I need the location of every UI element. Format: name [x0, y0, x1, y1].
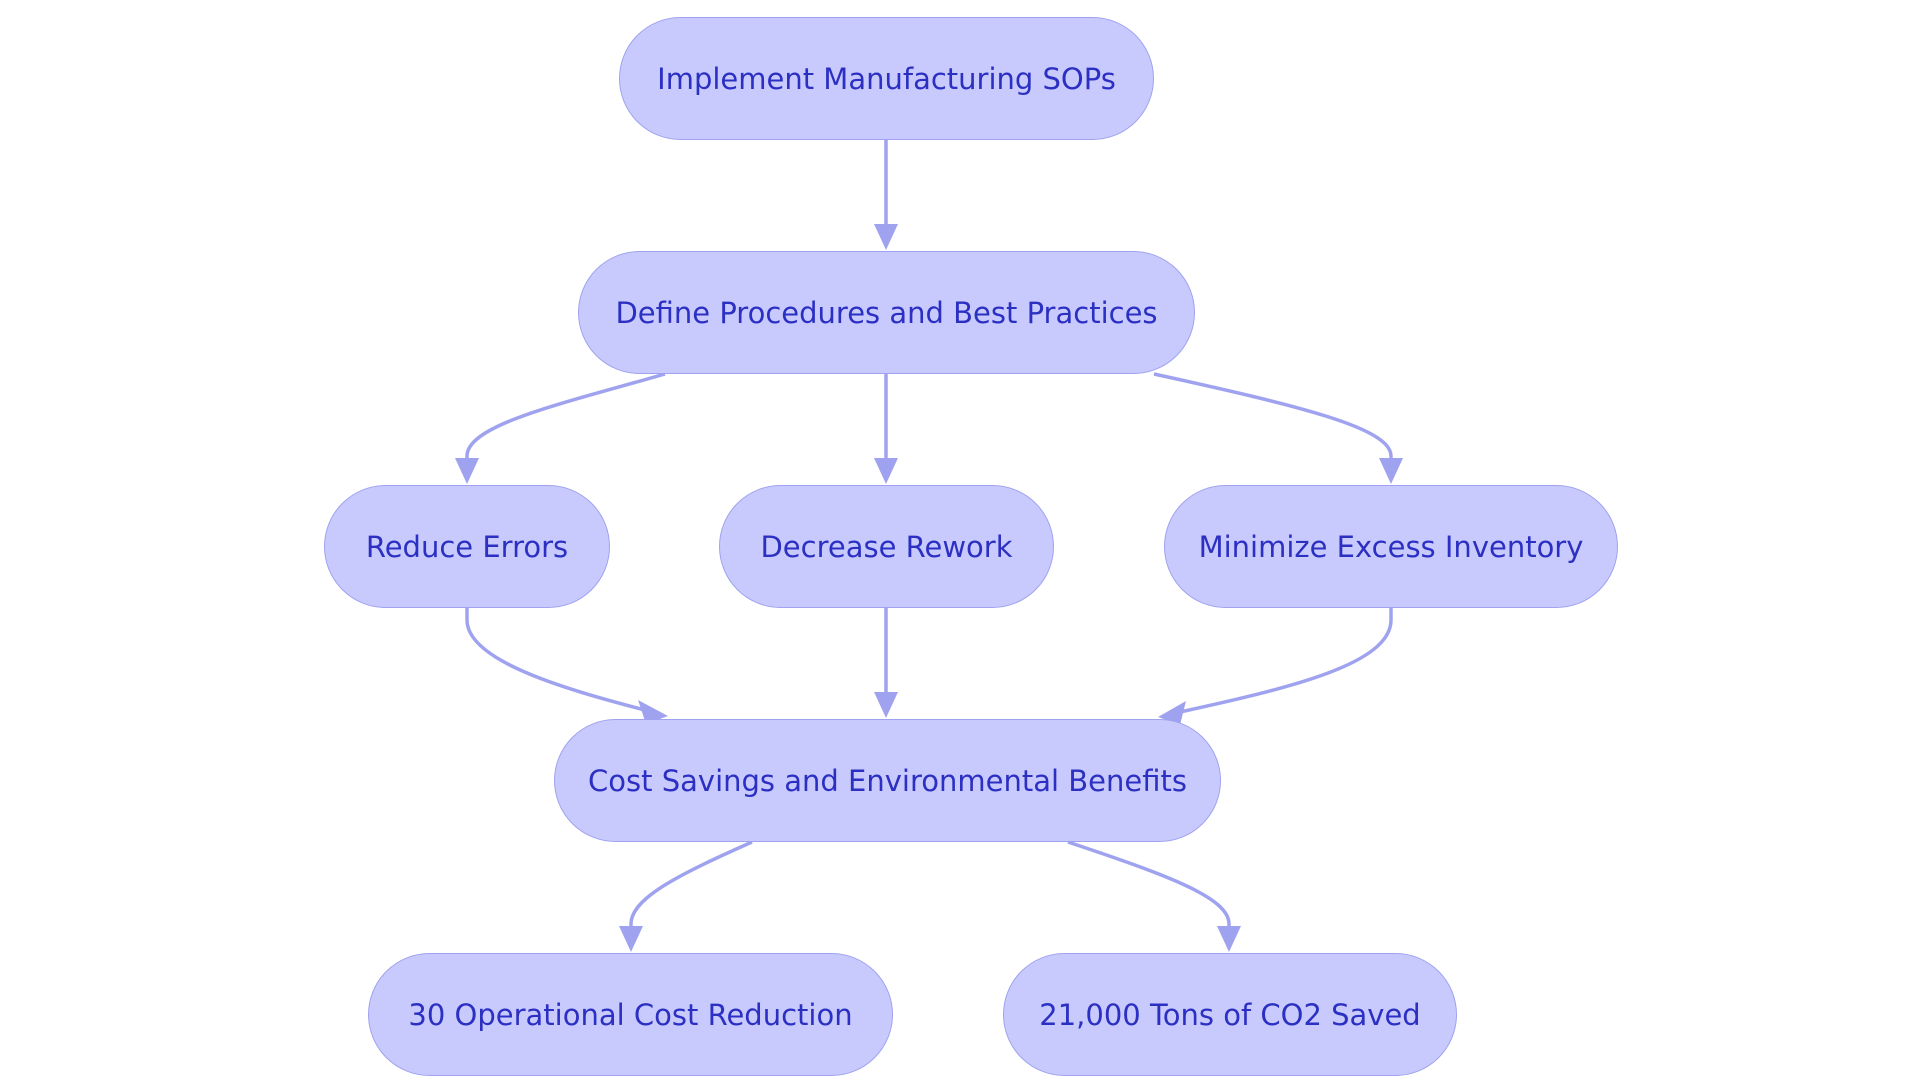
edge-reduce-errors-to-cost-savings — [465, 608, 646, 712]
edge-cost-savings-to-co2-saved — [1067, 840, 1231, 930]
node-label: Reduce Errors — [365, 529, 569, 564]
edge-cost-savings-to-cost-reduction — [629, 840, 753, 930]
node-implement-manufacturing-sops: Implement Manufacturing SOPs — [619, 17, 1154, 140]
node-decrease-rework: Decrease Rework — [719, 485, 1054, 608]
node-define-procedures: Define Procedures and Best Practices — [578, 251, 1195, 374]
node-label: Define Procedures and Best Practices — [615, 295, 1158, 330]
arrowhead-cost-savings-left — [638, 700, 668, 724]
edge-define-to-minimize-inventory — [1153, 372, 1393, 462]
node-label: 21,000 Tons of CO2 Saved — [1039, 997, 1421, 1032]
arrowhead-define — [874, 224, 898, 250]
node-reduce-errors: Reduce Errors — [324, 485, 610, 608]
arrowhead-cost-savings-center — [874, 692, 898, 718]
node-operational-cost-reduction: 30 Operational Cost Reduction — [368, 953, 893, 1076]
node-label: Cost Savings and Environmental Benefits — [588, 763, 1187, 798]
node-co2-saved: 21,000 Tons of CO2 Saved — [1003, 953, 1457, 1076]
arrowhead-minimize-inventory — [1379, 458, 1403, 484]
edge-minimize-inventory-to-cost-savings — [1179, 608, 1393, 714]
arrowhead-co2-saved — [1217, 926, 1241, 952]
edge-define-to-reduce-errors — [465, 372, 666, 462]
arrowhead-cost-reduction — [619, 926, 643, 952]
node-label: Minimize Excess Inventory — [1198, 529, 1584, 564]
node-minimize-excess-inventory: Minimize Excess Inventory — [1164, 485, 1618, 608]
arrowhead-reduce-errors — [455, 458, 479, 484]
arrowhead-decrease-rework — [874, 458, 898, 484]
node-label: 30 Operational Cost Reduction — [408, 997, 853, 1032]
node-cost-savings-environmental-benefits: Cost Savings and Environmental Benefits — [554, 719, 1221, 842]
node-label: Decrease Rework — [760, 529, 1013, 564]
node-label: Implement Manufacturing SOPs — [657, 61, 1116, 96]
